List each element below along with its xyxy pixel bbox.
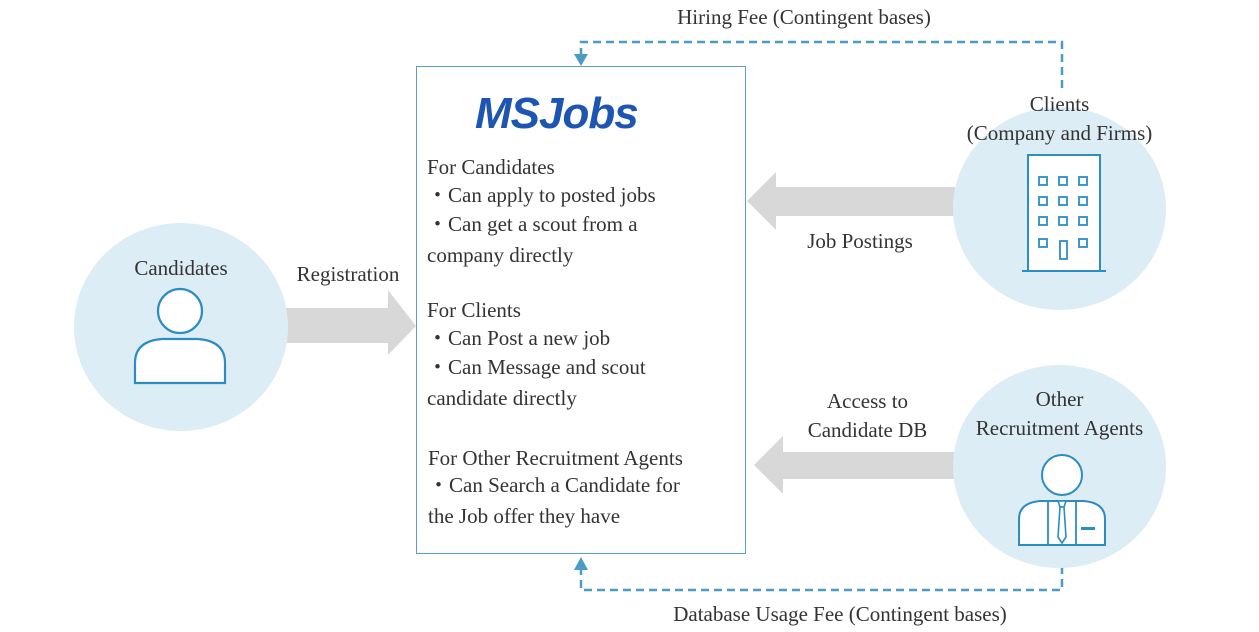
candidates-label: Candidates xyxy=(134,256,228,280)
hiring-fee-label: Hiring Fee (Contingent bases) xyxy=(677,5,931,29)
msjobs-logo: MSJobs xyxy=(475,89,639,138)
job-postings-label: Job Postings xyxy=(807,229,913,253)
agents-label-line1: Other xyxy=(1035,387,1084,411)
candidates-section-title: For Candidates xyxy=(427,155,555,179)
candidates-item-2b: company directly xyxy=(427,243,574,267)
agents-item-1b: the Job offer they have xyxy=(428,504,621,528)
registration-label: Registration xyxy=(296,262,400,286)
agents-section-title: For Other Recruitment Agents xyxy=(428,446,683,470)
db-fee-line xyxy=(579,566,1064,592)
agents-item-1a: ・Can Search a Candidate for xyxy=(428,473,680,497)
access-db-label-line1: Access to xyxy=(826,389,909,413)
clients-section-title: For Clients xyxy=(427,298,521,322)
agents-node xyxy=(953,365,1166,568)
person-icon xyxy=(133,287,227,385)
registration-arrow xyxy=(286,290,416,355)
access-db-arrow xyxy=(754,436,955,494)
clients-item-2b: candidate directly xyxy=(427,386,577,410)
agents-label-line2: Recruitment Agents xyxy=(975,416,1144,440)
hiring-fee-arrowhead xyxy=(574,54,588,66)
clients-node xyxy=(953,107,1166,310)
clients-item-2a: ・Can Message and scout xyxy=(427,355,646,379)
db-fee-arrowhead xyxy=(574,557,588,570)
clients-item-1: ・Can Post a new job xyxy=(427,326,611,350)
clients-label-line2: (Company and Firms) xyxy=(966,121,1153,145)
clients-label-line1: Clients xyxy=(1029,92,1090,116)
building-icon xyxy=(1022,154,1106,272)
candidates-node xyxy=(74,223,288,431)
msjobs-box: MSJobs For Candidates ・Can apply to post… xyxy=(416,66,746,554)
candidates-item-2a: ・Can get a scout from a xyxy=(427,212,638,236)
job-postings-arrow xyxy=(747,172,955,230)
access-db-label-line2: Candidate DB xyxy=(807,418,928,442)
businessman-icon xyxy=(1018,454,1106,546)
hiring-fee-line xyxy=(579,40,1064,88)
candidates-item-1: ・Can apply to posted jobs xyxy=(427,183,656,207)
db-fee-label: Database Usage Fee (Contingent bases) xyxy=(673,602,1007,626)
